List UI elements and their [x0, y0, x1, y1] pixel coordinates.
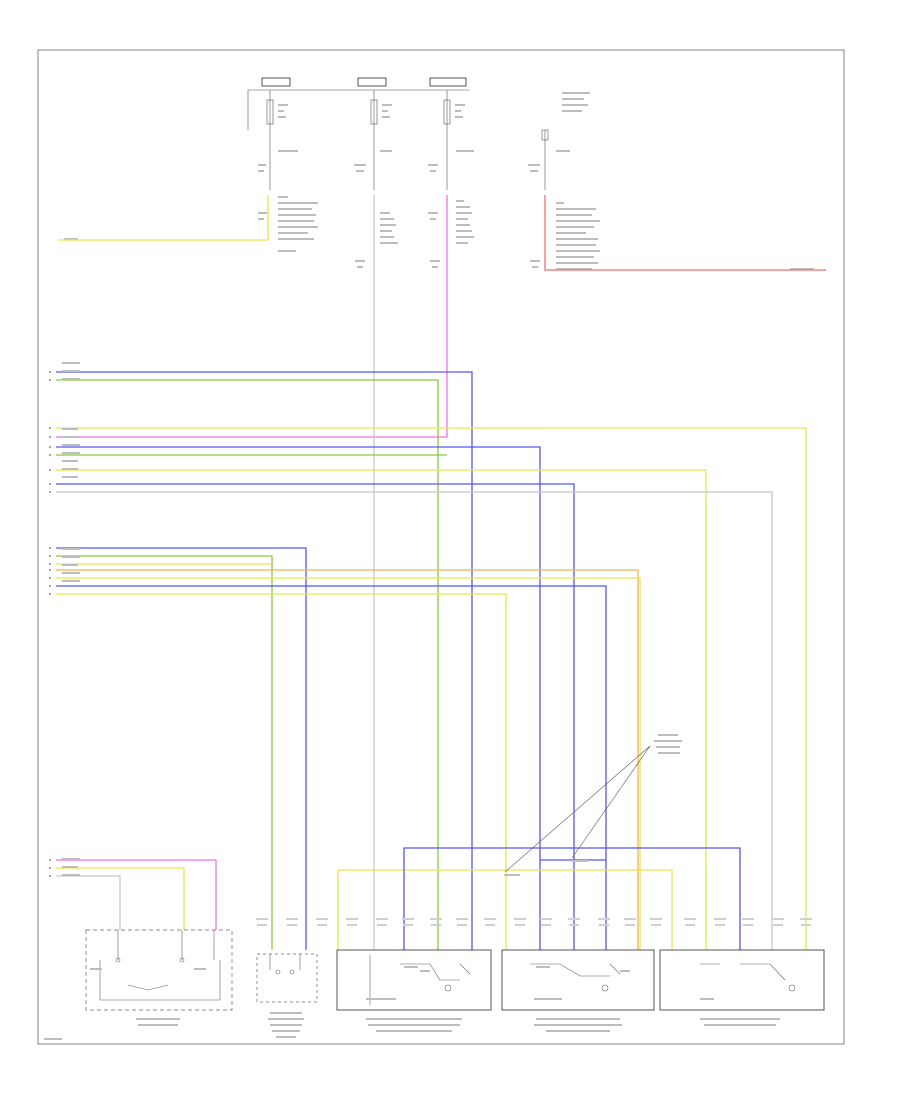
- connector-tick-5: [49, 454, 51, 456]
- connector-tick-18: [49, 875, 51, 877]
- connector-pin-sub-14: [651, 924, 661, 926]
- connector-tick-14: [49, 585, 51, 587]
- connector-pin-sub-7: [457, 924, 467, 926]
- diagram-frame: [37, 49, 845, 1045]
- component-area: [44, 362, 825, 1040]
- wire-yellow-feed: [58, 195, 269, 241]
- connector-tick-15: [49, 593, 51, 595]
- connector-tick-7: [49, 483, 51, 485]
- wire-yellow-2: [56, 427, 807, 950]
- wire-blue-3: [56, 483, 575, 950]
- connector-pin-label-0: [256, 918, 268, 920]
- wire-yellow-5: [56, 577, 641, 950]
- component-box-motor-1: [336, 949, 492, 1011]
- connector-pin-label-19: [800, 918, 812, 920]
- connector-pin-label-18: [772, 918, 784, 920]
- connector-pin-label-3: [346, 918, 358, 920]
- connector-tick-8: [49, 491, 51, 493]
- wire-gray-3: [56, 491, 773, 950]
- component-box-sensor: [256, 953, 318, 1003]
- connector-pin-label-17: [742, 918, 754, 920]
- connector-tick-1: [49, 379, 51, 381]
- connector-pin-label-7: [456, 918, 468, 920]
- wire-yellow-3: [56, 469, 707, 950]
- connector-tick-6: [49, 469, 51, 471]
- connector-pin-label-15: [684, 918, 696, 920]
- connector-pin-sub-2: [317, 924, 327, 926]
- connector-pin-sub-9: [515, 924, 525, 926]
- connector-tick-16: [49, 859, 51, 861]
- wire-blue-2: [56, 446, 541, 950]
- wire-pink-switch: [56, 859, 217, 930]
- connector-tick-17: [49, 867, 51, 869]
- connector-pin-sub-0: [257, 924, 267, 926]
- connector-pin-sub-18: [773, 924, 783, 926]
- connector-pin-sub-4: [377, 924, 387, 926]
- wire-yellow-8: [506, 869, 673, 950]
- wire-blue-5: [56, 585, 607, 950]
- component-box-switch-left: [85, 929, 233, 1011]
- connector-pin-label-8: [484, 918, 496, 920]
- connector-pin-label-16: [714, 918, 726, 920]
- wire-yellow-6: [56, 593, 507, 950]
- connector-pin-label-2: [316, 918, 328, 920]
- connector-pin-sub-17: [743, 924, 753, 926]
- connector-pin-label-9: [514, 918, 526, 920]
- wire-yellow-switch: [56, 867, 185, 930]
- fuse-panel: [64, 77, 814, 270]
- connector-pin-label-5: [402, 918, 414, 920]
- connector-pin-sub-6: [431, 924, 441, 926]
- connector-tick-11: [49, 563, 51, 565]
- connector-tick-13: [49, 577, 51, 579]
- wire-group: [56, 195, 826, 950]
- connector-tick-2: [49, 427, 51, 429]
- connector-tick-3: [49, 436, 51, 438]
- connector-pin-sub-13: [625, 924, 635, 926]
- connector-pin-sub-5: [403, 924, 413, 926]
- wire-blue-7: [403, 847, 741, 950]
- connector-pin-label-11: [568, 918, 580, 920]
- wire-pink-feed: [56, 195, 448, 438]
- connector-pin-label-4: [376, 918, 388, 920]
- connector-tick-4: [49, 446, 51, 448]
- wire-orange-4: [56, 569, 639, 950]
- connector-pin-sub-10: [541, 924, 551, 926]
- wire-blue-1: [56, 371, 473, 950]
- wire-gray-switch: [56, 875, 121, 930]
- wire-green-4: [56, 555, 273, 950]
- connector-tick-12: [49, 569, 51, 571]
- connector-pin-sub-8: [485, 924, 495, 926]
- connector-pin-label-12: [598, 918, 610, 920]
- connector-pin-sub-3: [347, 924, 357, 926]
- wire-blue-4: [56, 547, 307, 950]
- connector-pin-label-10: [540, 918, 552, 920]
- component-box-motor-2: [501, 949, 655, 1011]
- connector-ticks: [49, 371, 51, 877]
- connector-pin-label-14: [650, 918, 662, 920]
- connector-pin-sub-19: [801, 924, 811, 926]
- connector-pin-sub-12: [599, 924, 609, 926]
- connector-pin-label-1: [286, 918, 298, 920]
- connector-pin-label-6: [430, 918, 442, 920]
- connector-pin-sub-1: [287, 924, 297, 926]
- connector-tick-0: [49, 371, 51, 373]
- wire-yellow-7: [337, 869, 506, 950]
- connector-pin-sub-16: [715, 924, 725, 926]
- connector-pin-sub-15: [685, 924, 695, 926]
- connector-tick-9: [49, 547, 51, 549]
- connector-pin-sub-11: [569, 924, 579, 926]
- component-box-motor-3: [659, 949, 825, 1011]
- connector-tick-10: [49, 555, 51, 557]
- connector-pin-label-13: [624, 918, 636, 920]
- wire-red-feed: [544, 195, 826, 271]
- wire-green-1: [56, 379, 439, 950]
